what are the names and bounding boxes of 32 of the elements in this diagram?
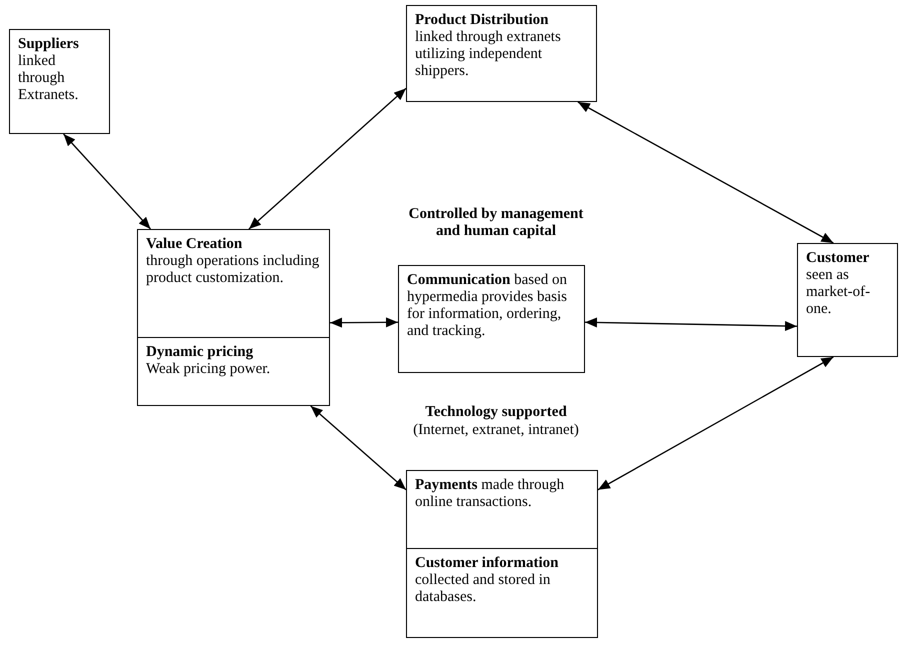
note-text: Technology supported xyxy=(424,404,568,421)
box-text: seen as market-of-one. xyxy=(806,267,872,318)
supplier-box xyxy=(9,29,110,134)
box-text: linked through extranets utilizing independent shippers. xyxy=(415,29,562,80)
box-heading: Suppliers xyxy=(18,36,80,53)
box-text: collected and stored in databases. xyxy=(415,572,552,606)
box-heading: Customer information xyxy=(415,555,560,572)
box-text: Weak pricing power. xyxy=(146,361,272,378)
distribution-box xyxy=(406,5,597,102)
box-heading: Value Creation xyxy=(146,236,244,253)
pricing-box xyxy=(137,337,330,406)
value-creation-box xyxy=(137,229,330,338)
double-arrow xyxy=(330,317,398,328)
double-arrow xyxy=(584,317,798,331)
double-arrow xyxy=(63,134,151,230)
note-text: Controlled by management and human capital xyxy=(408,206,584,240)
payments-box xyxy=(406,470,598,549)
box-heading: Dynamic pricing xyxy=(146,344,254,361)
double-arrow xyxy=(248,88,406,230)
box-text: linked through Extranets. xyxy=(18,53,80,104)
box-text: Communication based on hypermedia provides basis for information, ordering, and tracking. xyxy=(407,272,568,340)
double-arrow xyxy=(310,406,406,490)
communication-box xyxy=(398,265,585,373)
customer-information-box xyxy=(406,548,598,638)
box-text: through operations including product customization. xyxy=(146,253,320,287)
double-arrow xyxy=(578,101,834,244)
box-text: Payments made through online transactions. xyxy=(415,477,566,511)
note-text: (Internet, extranet, intranet) xyxy=(412,422,580,439)
customer-box xyxy=(797,243,898,357)
double-arrow xyxy=(598,356,834,490)
box-heading: Customer xyxy=(806,250,870,267)
box-heading: Product Distribution xyxy=(415,12,550,29)
